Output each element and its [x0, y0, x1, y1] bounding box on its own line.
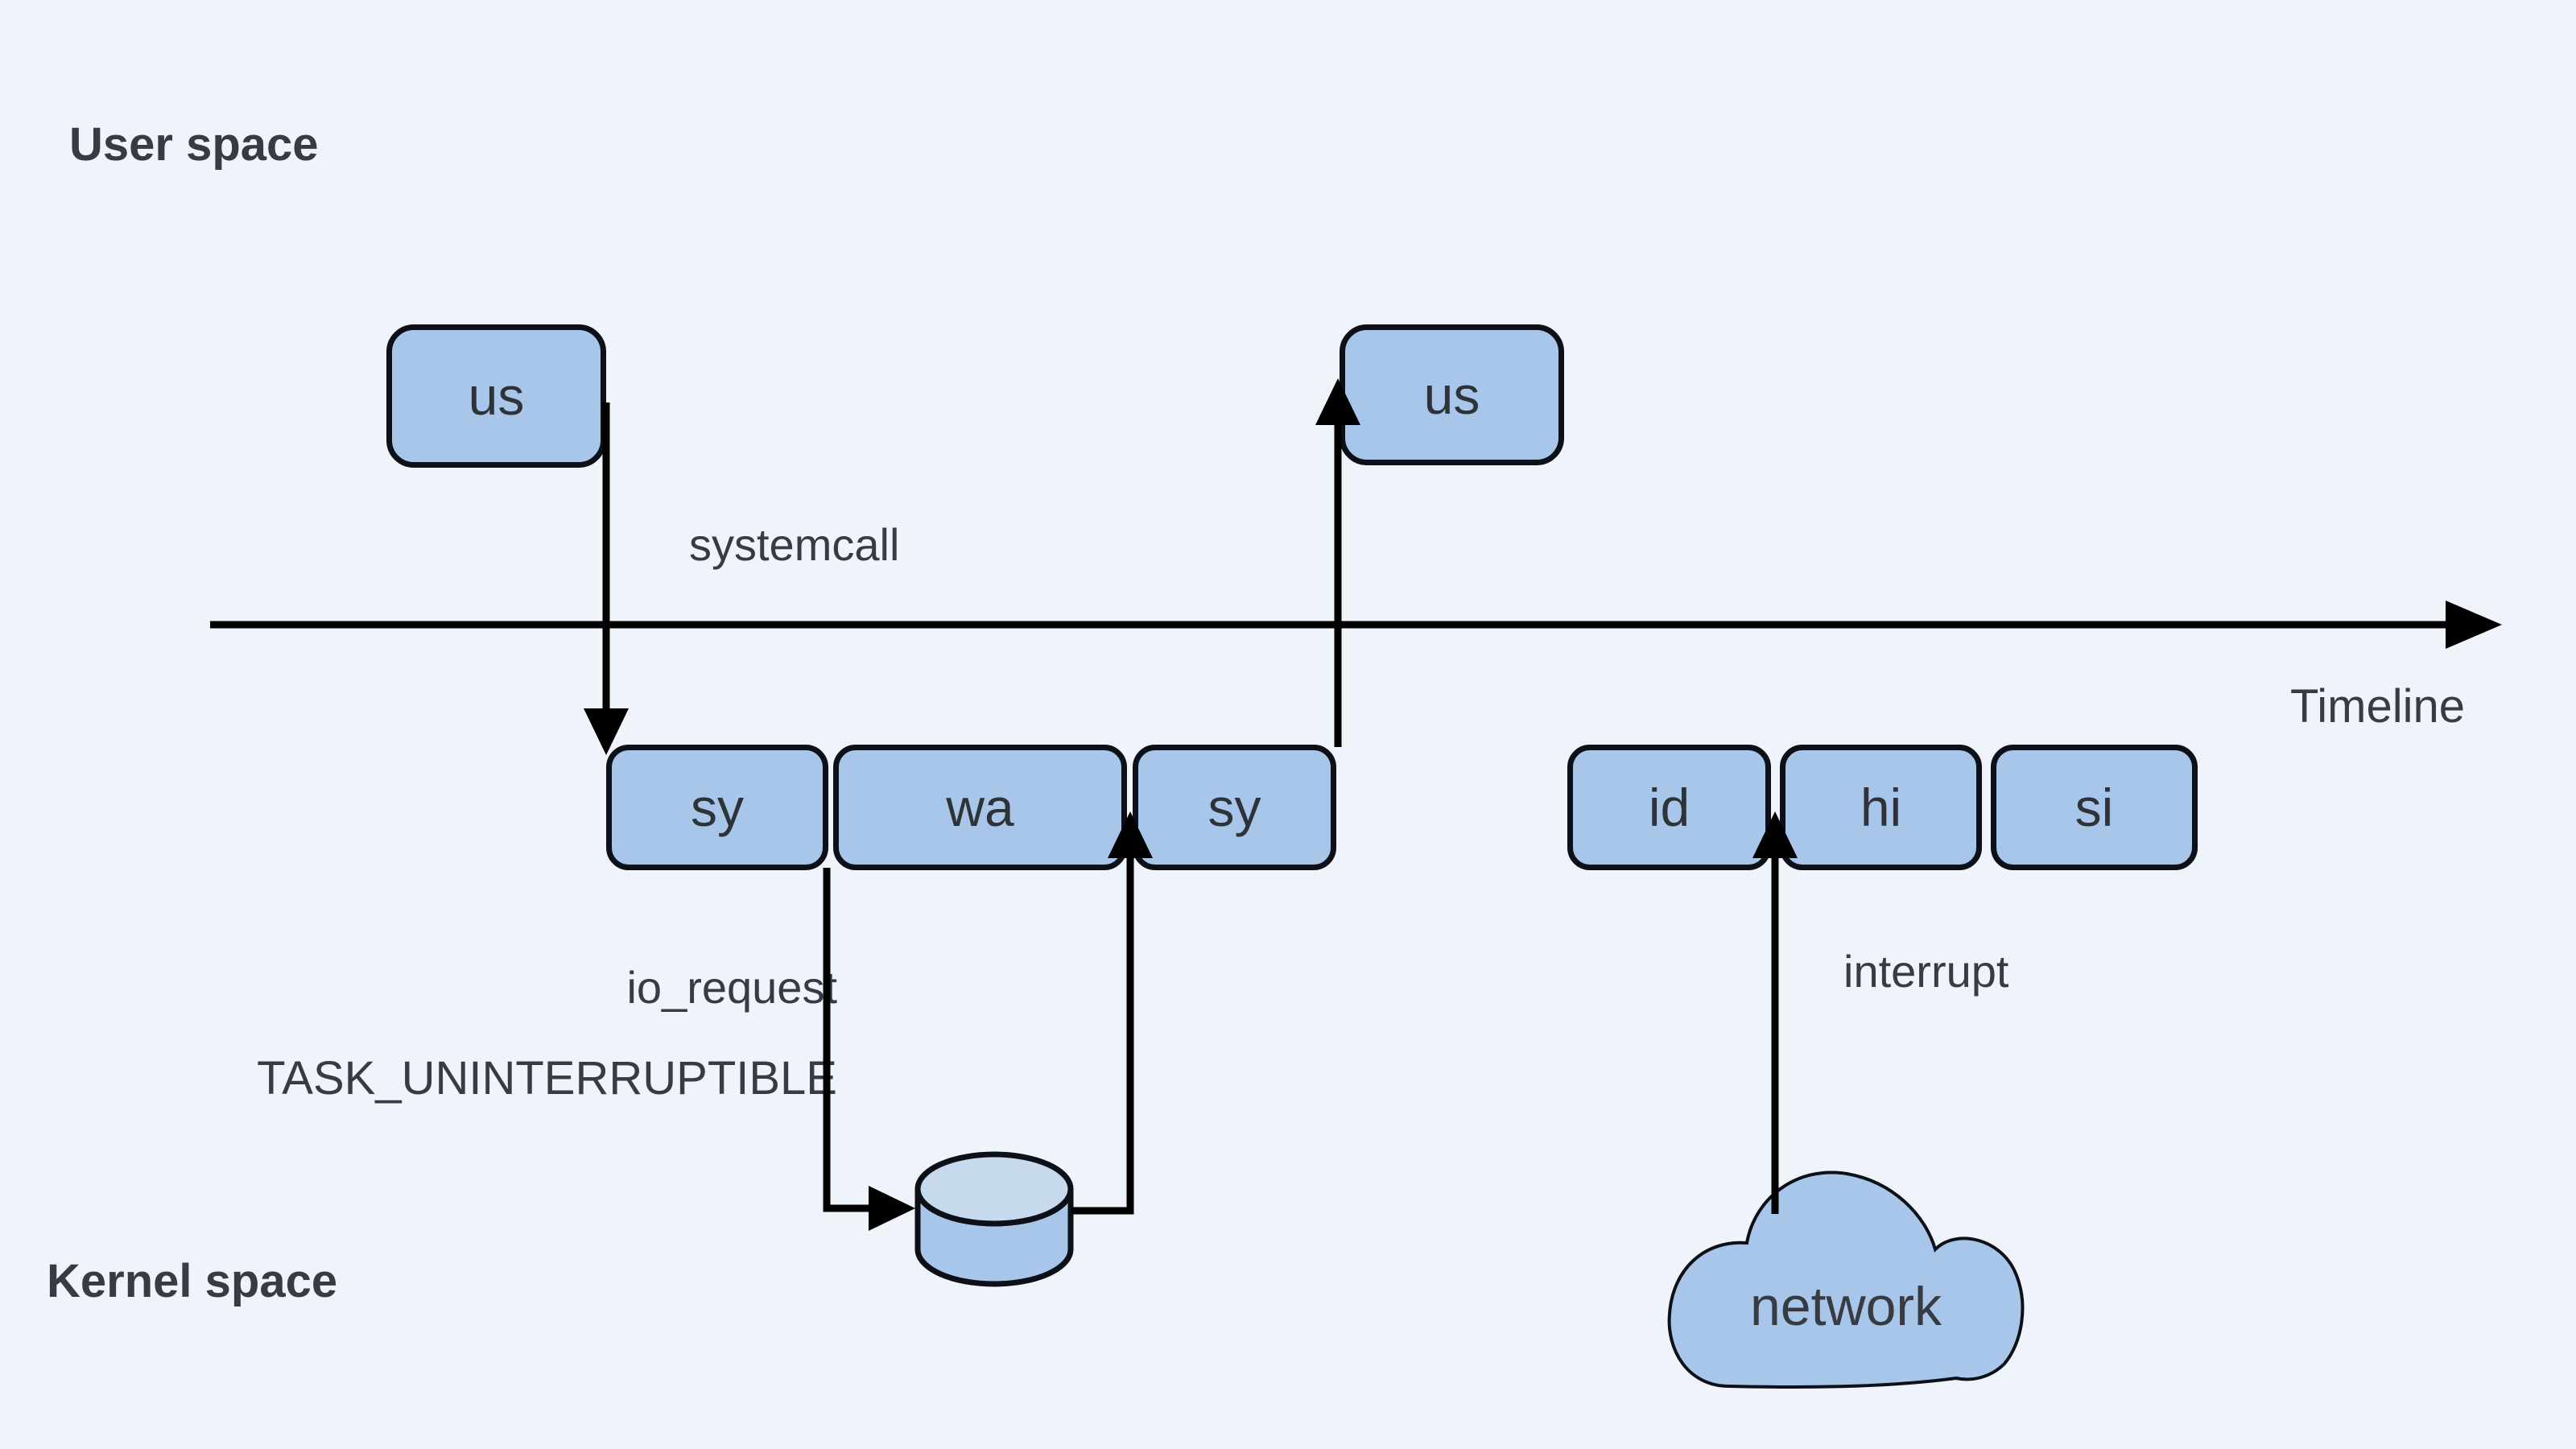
io-request-arrowhead	[869, 1186, 915, 1231]
user-space-label: User space	[69, 118, 319, 171]
io-complete-line	[1071, 852, 1134, 1215]
process-box-sy-2: sy	[1133, 745, 1336, 870]
task-uninterruptible-label: TASK_UNINTERRUPTIBLE	[257, 1052, 837, 1104]
process-box-us-2: us	[1340, 324, 1564, 465]
interrupt-label: interrupt	[1843, 946, 2009, 997]
timeline-label: Timeline	[2290, 680, 2466, 733]
process-box-sy-2-label: sy	[1208, 778, 1261, 837]
kernel-space-label: Kernel space	[47, 1255, 338, 1307]
process-box-wa: wa	[833, 745, 1127, 870]
timeline-arrowhead	[2446, 601, 2502, 649]
process-box-sy-1-label: sy	[691, 778, 744, 837]
process-box-us-1: us	[386, 324, 606, 468]
process-box-hi: hi	[1780, 745, 1982, 870]
process-box-us-1-label: us	[468, 366, 525, 426]
disk-cylinder-top	[914, 1151, 1074, 1227]
process-box-id-label: id	[1648, 778, 1690, 837]
process-box-sy-1: sy	[606, 745, 828, 870]
process-box-wa-label: wa	[946, 778, 1014, 837]
network-label: network	[1749, 1276, 1942, 1337]
io-request-label: io_request	[626, 962, 837, 1013]
io-request-line	[823, 868, 873, 1212]
systemcall-label: systemcall	[689, 519, 900, 570]
process-box-si: si	[1991, 745, 2198, 870]
process-box-hi-label: hi	[1860, 778, 1902, 837]
process-box-id: id	[1567, 745, 1771, 870]
disk-cylinder-body	[914, 1188, 1074, 1287]
process-box-us-2-label: us	[1423, 365, 1480, 425]
process-box-si-label: si	[2074, 778, 2114, 837]
